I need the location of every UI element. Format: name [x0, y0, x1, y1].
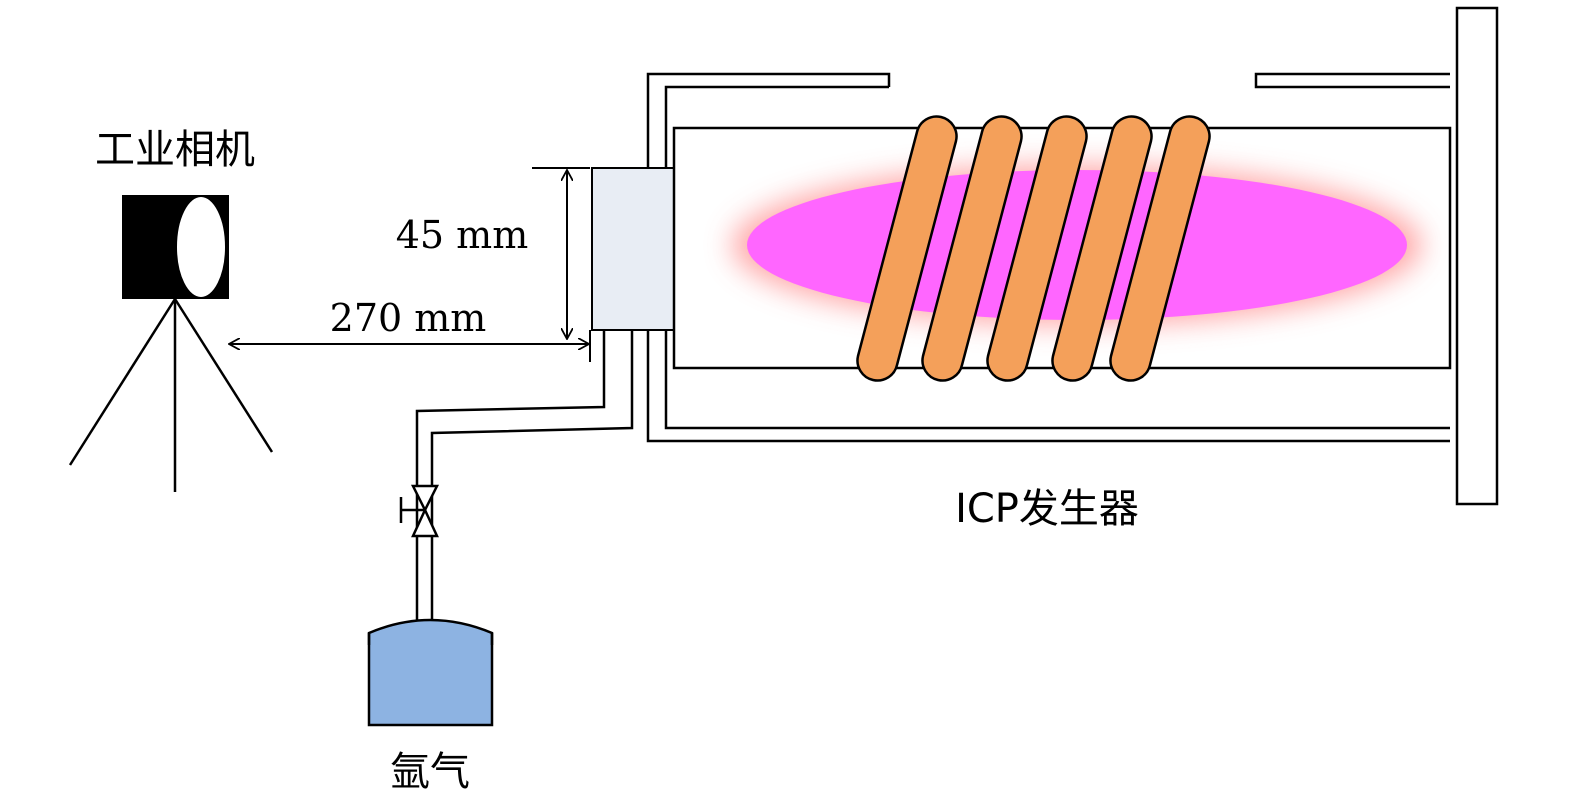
- camera-icon: [122, 195, 229, 299]
- rf-coil: [856, 115, 1211, 382]
- observation-window: [591, 167, 675, 331]
- camera-lens: [175, 195, 227, 299]
- coil-turn: [921, 115, 1023, 382]
- icp-housing: [646, 72, 1450, 443]
- height-dimension-label: 45 mm: [396, 213, 529, 257]
- camera-tripod: [68, 298, 274, 492]
- gas-label: 氩气: [390, 749, 470, 795]
- coil-turn: [1051, 115, 1153, 382]
- icp-end-flange: [1455, 6, 1499, 506]
- gas-tank: [367, 618, 494, 727]
- coil-turn: [986, 115, 1088, 382]
- gas-tank-icon: [367, 618, 494, 727]
- coil-turn: [856, 115, 958, 382]
- distance-dimension-label: 270 mm: [330, 296, 487, 340]
- gas-pipe: [415, 330, 634, 620]
- camera-label: 工业相机: [95, 127, 255, 173]
- coil-turn: [1109, 115, 1211, 382]
- valve-icon: [399, 484, 440, 538]
- icp-label: ICP发生器: [955, 486, 1139, 532]
